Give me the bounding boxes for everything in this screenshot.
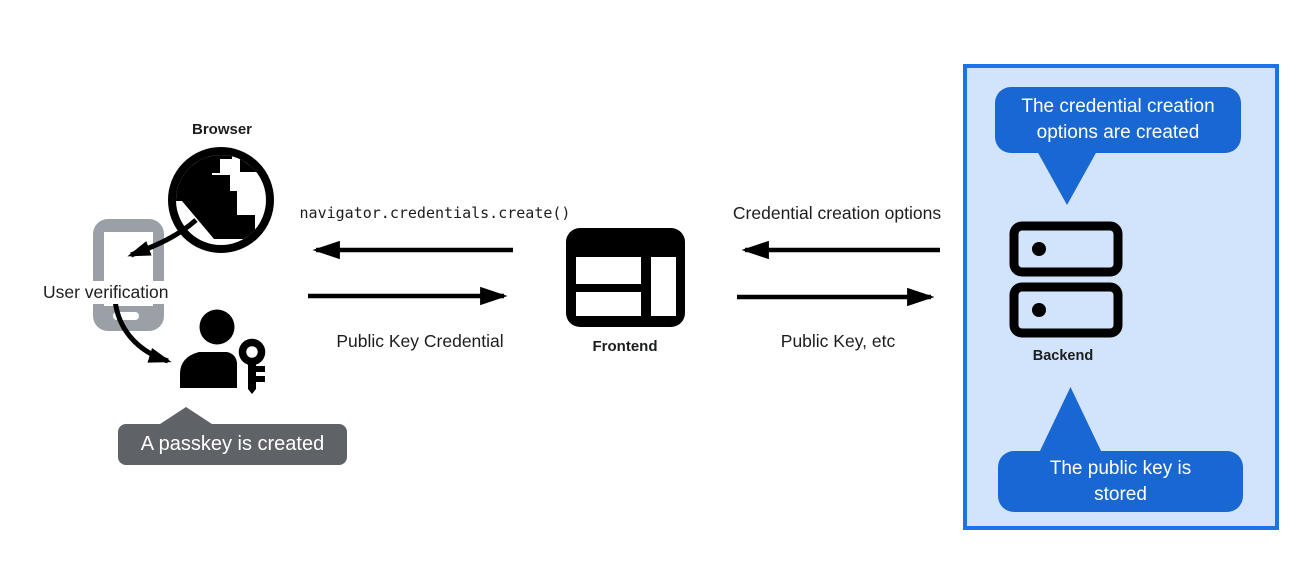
globe-icon xyxy=(168,147,274,253)
credential-options-tooltip: The credential creation options are crea… xyxy=(995,87,1241,153)
public-key-credential-label: Public Key Credential xyxy=(336,331,504,351)
person-with-key-icon xyxy=(180,309,266,394)
public-key-stored-tooltip-line1: The public key is xyxy=(1049,457,1192,479)
browser-label: Browser xyxy=(191,121,253,138)
credential-options-tooltip-line1: The credential creation xyxy=(1021,96,1215,118)
navigator-credentials-create-label: navigator.credentials.create() xyxy=(299,204,571,222)
user-verification-label: User verification xyxy=(40,281,172,304)
arrow-browser-to-phone xyxy=(127,218,198,258)
credential-creation-options-label: Credential creation options xyxy=(732,203,942,223)
backend-label: Backend xyxy=(1032,348,1094,364)
passkey-tooltip: A passkey is created xyxy=(118,424,347,465)
credential-options-tooltip-line2: options are created xyxy=(1036,122,1200,143)
arrow-phone-to-person xyxy=(112,299,172,364)
public-key-etc-label: Public Key, etc xyxy=(780,331,896,351)
server-stack-icon xyxy=(1009,221,1123,338)
frontend-label: Frontend xyxy=(592,338,658,355)
public-key-stored-tooltip-line2: stored xyxy=(1094,483,1147,505)
browser-window-icon xyxy=(566,228,685,327)
smartphone-icon xyxy=(93,219,164,331)
public-key-stored-tooltip: The public key is stored xyxy=(998,451,1243,512)
